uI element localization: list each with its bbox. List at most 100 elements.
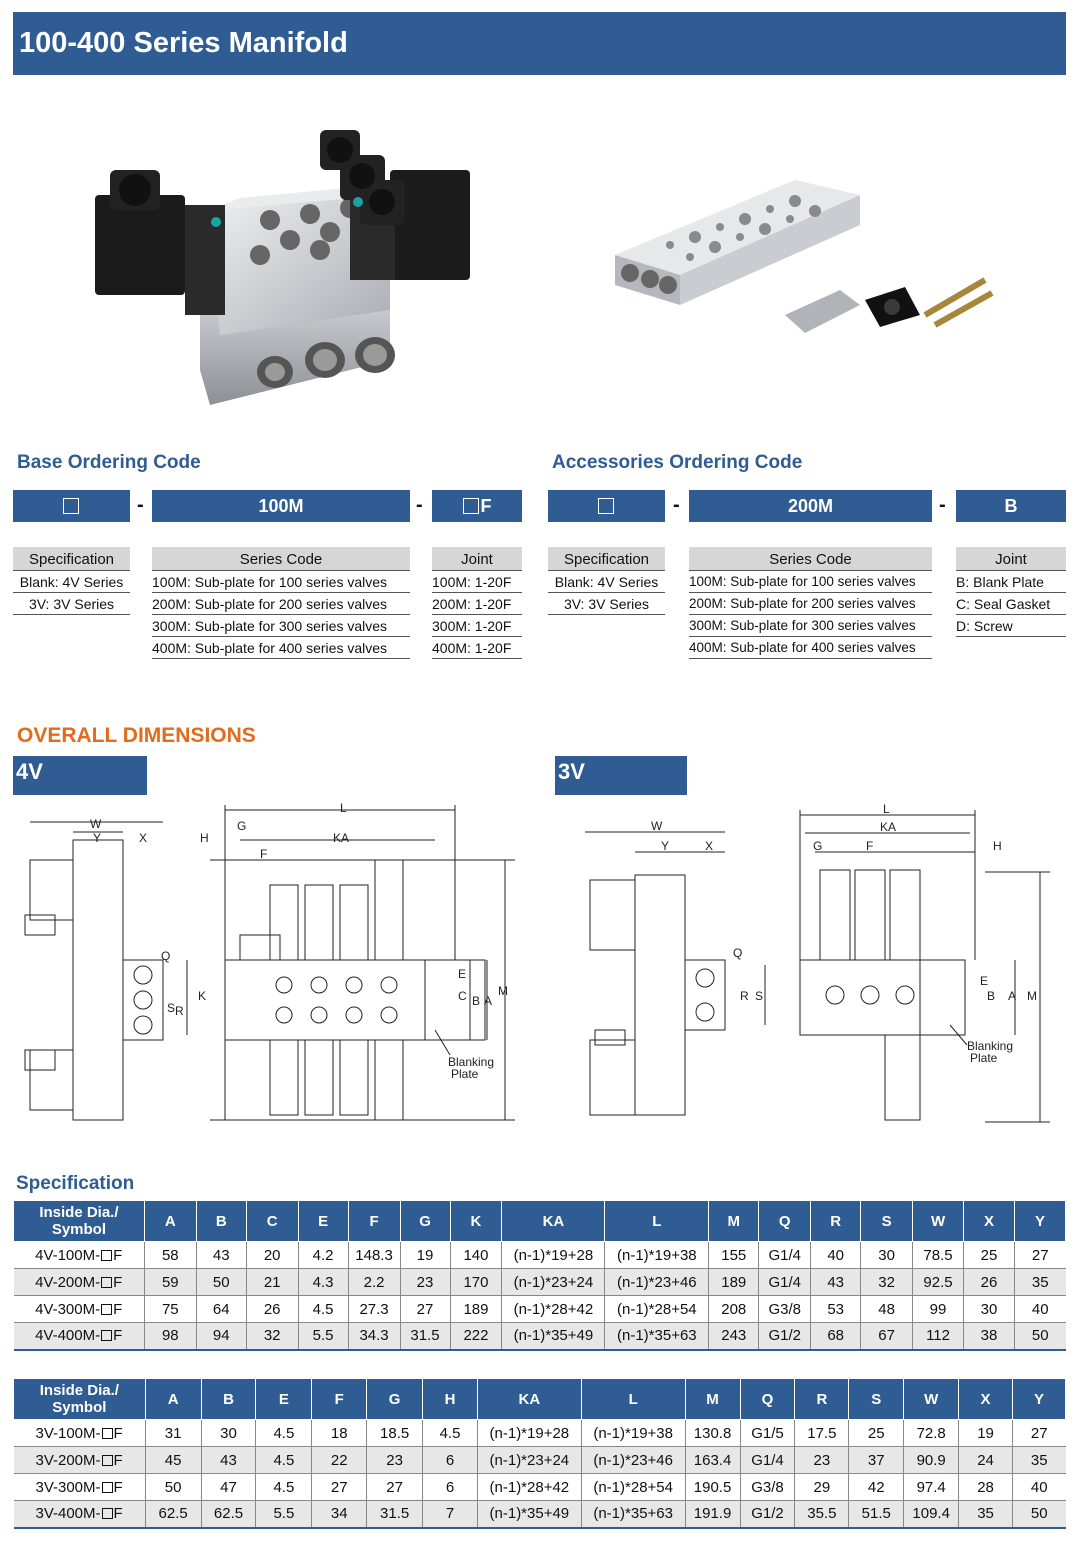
table-cell: 4.5 [255, 1446, 312, 1474]
blank-square-icon [462, 498, 479, 514]
table-cell: 43 [810, 1268, 861, 1296]
table-cell: 222 [449, 1322, 502, 1351]
dim-label: H [200, 831, 209, 845]
blank-square-icon [101, 1427, 113, 1439]
column-header: KA [476, 1378, 582, 1420]
base-spec-column: Specification Blank: 4V Series 3V: 3V Se… [13, 547, 130, 615]
blank-square-icon [597, 498, 614, 514]
column-header: G [366, 1378, 424, 1420]
table-cell: 34 [311, 1500, 367, 1529]
acc-series-column: Series Code 100M: Sub-plate for 100 seri… [689, 547, 932, 659]
table-cell: 45 [144, 1446, 202, 1474]
table-cell: 6 [422, 1446, 478, 1474]
table-cell: 47 [200, 1473, 256, 1501]
table-cell: 155 [708, 1241, 759, 1269]
column-header: F [347, 1200, 401, 1242]
column-header: S [848, 1378, 905, 1420]
dim-label: Q [161, 949, 170, 963]
table-cell: 35 [958, 1500, 1013, 1529]
blank-square-icon [62, 498, 79, 514]
table-cell: 20 [245, 1241, 299, 1269]
acc-joint-box: B [956, 490, 1066, 522]
blanking-label: Plate [451, 1067, 479, 1081]
blank-square-icon [101, 1330, 113, 1342]
table-cell: 27 [1013, 1241, 1066, 1269]
column-header: W [903, 1378, 960, 1420]
table-cell: 112 [912, 1322, 964, 1351]
table-cell: 28 [958, 1473, 1013, 1501]
table-cell: 92.5 [912, 1268, 964, 1296]
table-cell: G3/8 [758, 1295, 811, 1323]
table-cell: 94 [195, 1322, 247, 1351]
table-cell: 31.5 [366, 1500, 423, 1529]
table-cell: 26 [245, 1295, 299, 1323]
table-cell: 2.2 [347, 1268, 401, 1296]
blank-square-icon [101, 1276, 113, 1288]
column-header: E [297, 1200, 349, 1242]
table-cell: 31 [144, 1419, 202, 1447]
table-cell: 59 [143, 1268, 197, 1296]
list-item: 400M: Sub-plate for 400 series valves [152, 637, 410, 659]
dim-label: M [1027, 989, 1037, 1003]
base-plate-accessories-photo [615, 180, 994, 333]
table-cell: 32 [245, 1322, 299, 1351]
table-cell: 163.4 [684, 1446, 740, 1474]
column-header: W [912, 1200, 964, 1242]
table-cell: 189 [708, 1268, 759, 1296]
table-cell: 189 [449, 1295, 502, 1323]
column-header: Y [1011, 1378, 1067, 1420]
table-cell: 58 [143, 1241, 197, 1269]
base-joint-column: Joint 100M: 1-20F 200M: 1-20F 300M: 1-20… [432, 547, 522, 659]
table-cell: 40 [1011, 1473, 1066, 1501]
column-header: S [860, 1200, 914, 1242]
dim-label: E [980, 974, 988, 988]
table-cell: 97.4 [903, 1473, 959, 1501]
table-cell: (n-1)*23+46 [604, 1268, 709, 1296]
dim-label: G [237, 819, 246, 833]
column-header: R [794, 1378, 850, 1420]
table-cell: 68 [810, 1322, 861, 1351]
table-cell: (n-1)*28+42 [501, 1295, 605, 1323]
blanking-label: Blanking [448, 1055, 494, 1069]
table-cell: 75 [143, 1295, 197, 1323]
table-cell: 62.5 [144, 1500, 202, 1529]
dim-label: R [175, 1004, 184, 1018]
table-cell: (n-1)*35+49 [501, 1322, 605, 1351]
table-cell: G1/2 [758, 1322, 811, 1351]
list-item: 300M: Sub-plate for 300 series valves [152, 615, 410, 637]
base-series-column: Series Code 100M: Sub-plate for 100 seri… [152, 547, 410, 659]
symbol-cell: 4V-400M-F [13, 1322, 145, 1351]
table-cell: 4.5 [297, 1295, 349, 1323]
list-item: 200M: 1-20F [432, 593, 522, 615]
dim-label: A [484, 994, 492, 1008]
acc-spec-box [548, 490, 665, 522]
column-header: Y [1013, 1200, 1067, 1242]
table-cell: 4.5 [422, 1419, 478, 1447]
table-cell: 35 [1011, 1446, 1066, 1474]
acc-series-box: 200M [689, 490, 932, 522]
table-cell: G3/8 [739, 1473, 795, 1501]
table-cell: 26 [963, 1268, 1015, 1296]
table-cell: 42 [848, 1473, 904, 1501]
table-cell: 50 [144, 1473, 202, 1501]
dim-label: K [198, 989, 206, 1003]
table-cell: 67 [860, 1322, 913, 1351]
table-cell: 38 [963, 1322, 1015, 1351]
column-header: A [143, 1200, 197, 1242]
table-cell: 37 [848, 1446, 904, 1474]
table-cell: 43 [200, 1446, 256, 1474]
table-cell: 109.4 [903, 1500, 959, 1529]
dim-label: S [755, 989, 763, 1003]
table-cell: G1/2 [739, 1500, 795, 1529]
table-cell: (n-1)*19+28 [476, 1419, 582, 1447]
blank-square-icon [101, 1303, 113, 1315]
dim-label: W [90, 817, 102, 831]
dim-label: F [260, 847, 267, 861]
dim-label: S [167, 1001, 175, 1015]
